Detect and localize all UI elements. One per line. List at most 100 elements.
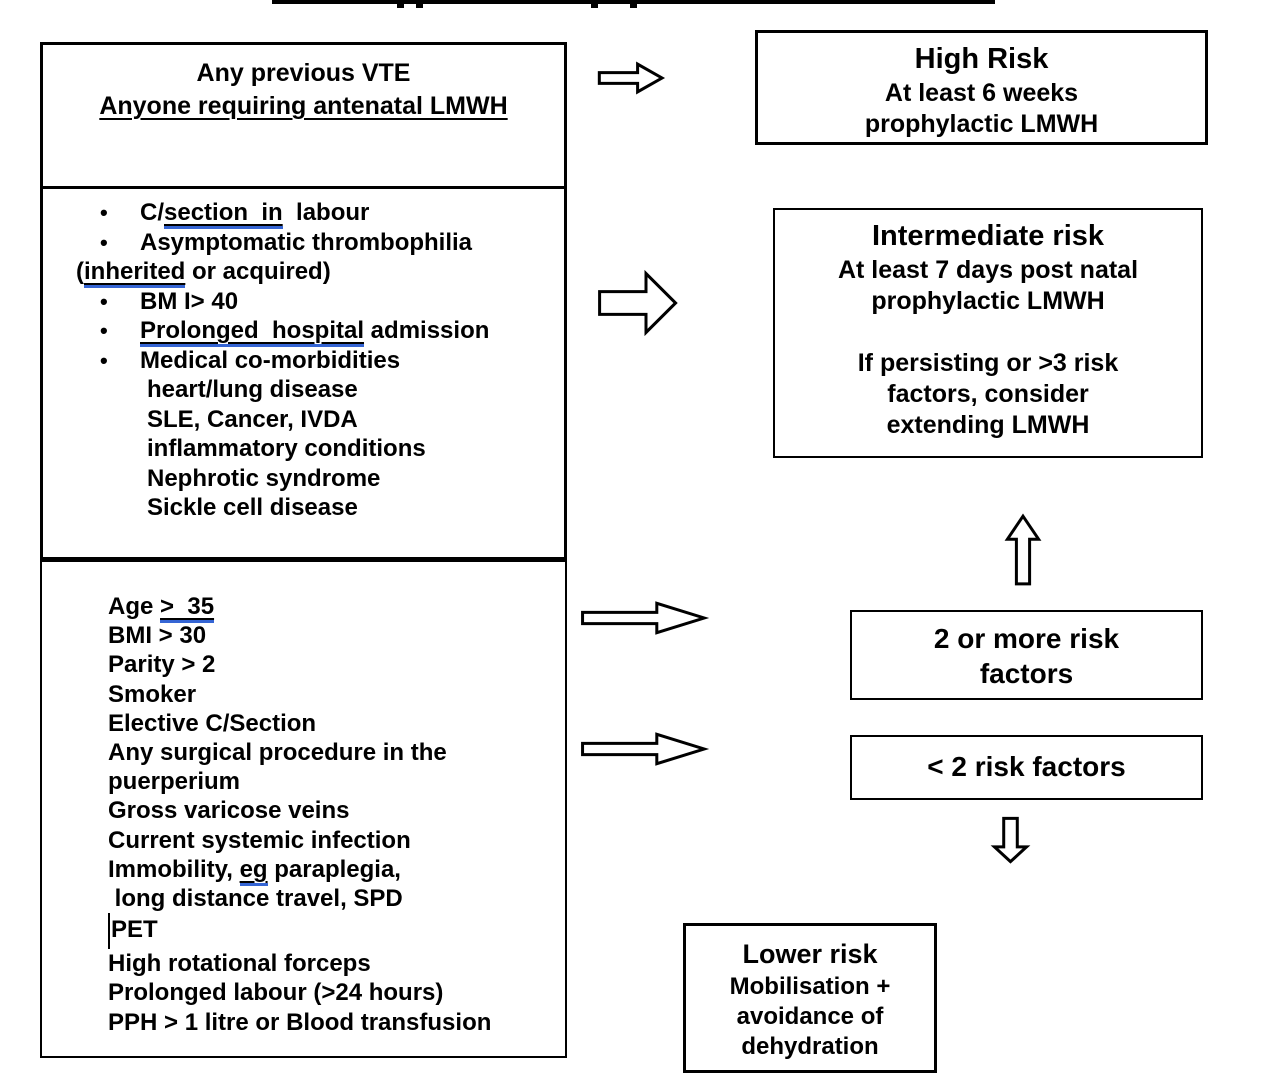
text-line: High rotational forceps <box>42 949 565 978</box>
text-segment: or acquired) <box>185 258 331 285</box>
title-text-remnant <box>416 0 423 8</box>
less-than-two-label: < 2 risk factors <box>927 751 1126 782</box>
text-segment: avoidance of <box>736 1003 884 1030</box>
text-cursor-bar <box>108 913 110 950</box>
arrow-right-to-intermediate-risk-icon <box>598 269 678 337</box>
text-segment: extending LMWH <box>886 411 1090 439</box>
text-segment: SLE, Cancer, IVDA <box>147 405 358 433</box>
text-line: factors <box>852 656 1201 691</box>
text-line: prophylactic LMWH <box>775 286 1201 317</box>
text-line: avoidance of <box>686 1002 934 1032</box>
text-segment: Immobility, <box>108 855 240 883</box>
text-segment: C/ <box>140 199 164 226</box>
text-segment: factors <box>979 658 1074 689</box>
text-segment: eg <box>239 855 268 886</box>
text-segment: High rotational forceps <box>108 950 371 978</box>
text-segment: Asymptomatic thrombophilia <box>140 228 473 256</box>
text-line: heart/lung disease <box>43 375 564 405</box>
text-line: Current systemic infection <box>42 826 565 855</box>
text-segment: 2 or more risk <box>933 623 1120 654</box>
text-segment: Prolonged hospital <box>140 317 365 347</box>
text-segment: Nephrotic syndrome <box>147 464 381 492</box>
text-line: factors, consider <box>775 379 1201 410</box>
text-line: SLE, Cancer, IVDA <box>43 405 564 435</box>
text-segment: Anyone requiring antenatal LMWH <box>99 92 508 120</box>
text-segment: Any previous VTE <box>196 59 411 87</box>
text-segment: Any surgical procedure in the <box>108 739 447 767</box>
text-segment: long distance travel, SPD <box>108 885 403 913</box>
text-line: Immobility, eg paraplegia, <box>42 855 565 886</box>
criteria-box-previous-vte: Any previous VTE Anyone requiring antenat… <box>40 42 567 189</box>
text-line: Age > 35 <box>42 592 565 623</box>
lower-risk-body: Mobilisation + avoidance of dehydration <box>686 972 934 1062</box>
text-segment: Smoker <box>108 680 197 708</box>
text-line: Elective C/Section <box>42 709 565 738</box>
text-line: PET <box>42 913 565 950</box>
title-text-remnant <box>630 0 637 8</box>
text-line: puerperium <box>42 767 565 796</box>
text-segment: Gross varicose veins <box>108 797 350 825</box>
text-segment: PPH > 1 litre or Blood transfusion <box>108 1008 492 1036</box>
text-line: Nephrotic syndrome <box>43 464 564 494</box>
text-segment: inherited <box>84 258 186 288</box>
text-line: • Asymptomatic thrombophilia <box>43 228 564 258</box>
text-segment: > 35 <box>160 593 215 623</box>
text-line: • Prolonged hospital admission <box>43 316 564 347</box>
text-line: Any surgical procedure in the <box>42 738 565 767</box>
decision-box-two-or-more-risk-factors: 2 or more risk factors <box>850 610 1203 700</box>
text-segment: Parity > 2 <box>108 651 216 679</box>
text-line: •C/section in labour <box>43 198 564 229</box>
text-segment <box>985 318 992 346</box>
decision-box-less-than-two-risk-factors: < 2 risk factors <box>850 735 1203 800</box>
title-text-remnant <box>591 0 598 8</box>
text-segment: Current systemic infection <box>108 826 411 854</box>
text-segment: inflammatory conditions <box>147 435 426 462</box>
text-segment: ( <box>76 258 84 285</box>
text-line: Mobilisation + <box>686 972 934 1002</box>
text-segment: admission <box>364 317 490 344</box>
text-segment: paraplegia, <box>267 855 401 883</box>
text-segment: Mobilisation + <box>729 973 891 1000</box>
text-segment: Age <box>108 593 161 620</box>
text-line: PPH > 1 litre or Blood transfusion <box>42 1008 565 1037</box>
text-segment: PET <box>111 916 158 944</box>
text-line: inflammatory conditions <box>43 434 564 464</box>
text-line: Prolonged labour (>24 hours) <box>42 978 565 1007</box>
text-segment: heart/lung disease <box>147 376 358 403</box>
text-segment: dehydration <box>741 1033 879 1060</box>
text-line: At least 7 days post natal <box>775 255 1201 286</box>
bullet-icon: • <box>100 288 108 314</box>
text-line: Sickle cell disease <box>43 493 564 523</box>
text-line: (inherited or acquired) <box>43 257 564 288</box>
bullet-icon: • <box>100 347 108 373</box>
text-segment: If persisting or >3 risk <box>857 349 1119 377</box>
text-segment: BM I> 40 <box>140 287 239 315</box>
criteria-box-intermediate-risk-factors: •C/section in labour•Asymptomatic thromb… <box>40 186 567 560</box>
text-line: Smoker <box>42 680 565 709</box>
text-line: If persisting or >3 risk <box>775 348 1201 379</box>
arrow-right-to-less-than-two-icon <box>580 732 708 766</box>
text-segment: Medical co-morbidities <box>140 346 401 374</box>
text-line: long distance travel, SPD <box>42 884 565 913</box>
text-segment: puerperium <box>108 768 241 796</box>
title-text-remnant <box>397 0 404 8</box>
text-segment: Prolonged labour (>24 hours) <box>108 979 444 1007</box>
arrow-up-to-intermediate-icon <box>1005 514 1041 586</box>
bullet-icon: • <box>100 318 108 343</box>
text-segment: prophylactic LMWH <box>871 287 1105 315</box>
text-line: • Medical co-morbidities <box>43 346 564 376</box>
text-line: Any previous VTE <box>43 57 564 90</box>
outcome-box-intermediate-risk: Intermediate risk At least 7 days post n… <box>773 208 1203 458</box>
text-line: prophylactic LMWH <box>758 109 1205 140</box>
text-segment: section in <box>164 199 283 229</box>
bullet-icon: • <box>100 229 108 255</box>
intermediate-risk-title: Intermediate risk <box>871 220 1105 252</box>
text-segment: prophylactic LMWH <box>864 110 1099 138</box>
high-risk-title: High Risk <box>914 43 1049 75</box>
arrow-right-to-high-risk-icon <box>598 62 664 94</box>
